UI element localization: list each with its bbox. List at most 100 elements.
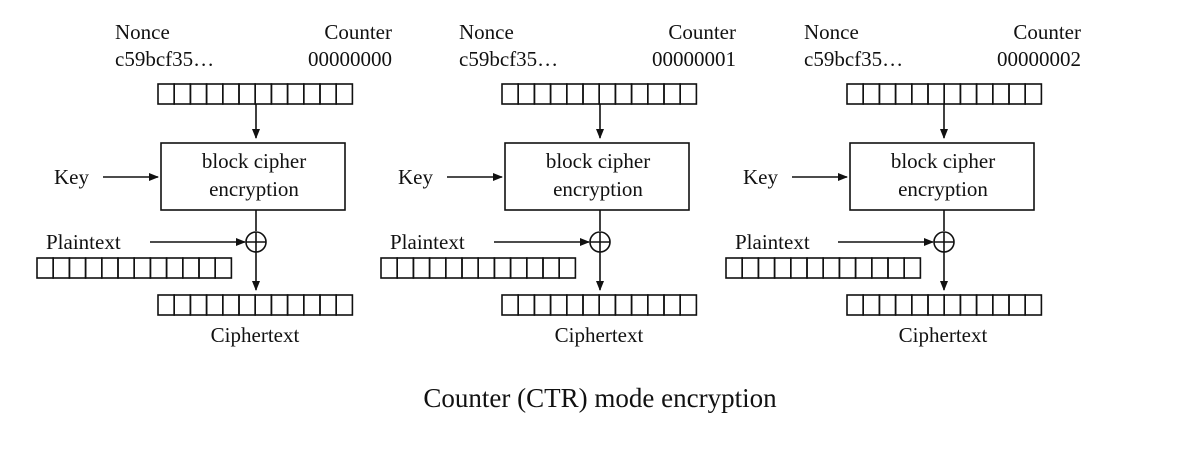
register-cell [910, 294, 929, 316]
register-cell [396, 257, 415, 279]
register-cell [270, 83, 289, 105]
ciphertext-label: Ciphertext [211, 323, 300, 347]
key-label: Key [398, 165, 433, 189]
ctr-block-0: Nonce Counter c59bcf35… 00000000 Key blo… [36, 20, 392, 347]
register-cell [725, 257, 744, 279]
register-cell [1024, 83, 1043, 105]
register-cell [887, 257, 906, 279]
register-cell [679, 294, 698, 316]
cipher-label-line2: encryption [898, 177, 988, 201]
register-cell [646, 294, 665, 316]
register-cell [517, 294, 536, 316]
register-cell [959, 83, 978, 105]
register-cell [189, 83, 208, 105]
register-cell [903, 257, 922, 279]
register-cell [549, 294, 568, 316]
plaintext-label: Plaintext [46, 230, 121, 254]
register-cell [380, 257, 399, 279]
ciphertext-label: Ciphertext [899, 323, 988, 347]
plaintext-label: Plaintext [390, 230, 465, 254]
register-cell [501, 83, 520, 105]
ctr-block-1: Nonce Counter c59bcf35… 00000001 Key blo… [380, 20, 736, 347]
register-cell [1024, 294, 1043, 316]
register-cell [878, 294, 897, 316]
register-cell [910, 83, 929, 105]
register-cell [822, 257, 841, 279]
cipher-label-line2: encryption [553, 177, 643, 201]
register-cell [975, 294, 994, 316]
register-cell [614, 83, 633, 105]
block-cipher-box [849, 142, 1035, 211]
counter-label: Counter [668, 20, 736, 44]
plaintext-label: Plaintext [735, 230, 810, 254]
register-cell [101, 257, 119, 279]
register-cell [84, 257, 103, 279]
counter-label: Counter [1013, 20, 1081, 44]
block-cipher-box [504, 142, 690, 211]
register-cell [68, 257, 87, 279]
register-cell [182, 257, 200, 279]
plaintext-register [725, 257, 922, 279]
nonce-label: Nonce [115, 20, 170, 44]
register-cell [286, 294, 305, 316]
register-cell [444, 257, 463, 279]
register-cell [741, 257, 760, 279]
register-cell [173, 294, 192, 316]
register-cell [894, 294, 913, 316]
register-cell [254, 83, 273, 105]
register-cell [630, 83, 649, 105]
register-cell [565, 83, 584, 105]
register-cell [806, 257, 825, 279]
register-cell [862, 83, 881, 105]
ciphertext-register [846, 294, 1043, 316]
register-cell [773, 257, 792, 279]
register-cell [52, 257, 71, 279]
register-cell [959, 294, 978, 316]
xor-icon [245, 231, 267, 253]
register-cell [1008, 294, 1027, 316]
register-cell [517, 83, 536, 105]
cipher-label-line2: encryption [209, 177, 299, 201]
register-cell [205, 294, 224, 316]
register-cell [412, 257, 431, 279]
nonce-value: c59bcf35… [804, 47, 903, 71]
register-cell [493, 257, 512, 279]
register-cell [927, 83, 946, 105]
register-cell [477, 257, 496, 279]
register-cell [335, 83, 354, 105]
register-cell [630, 294, 649, 316]
register-cell [222, 83, 240, 105]
register-cell [646, 83, 665, 105]
cipher-label-line1: block cipher [546, 149, 650, 173]
ctr-block-2: Nonce Counter c59bcf35… 00000002 Key blo… [725, 20, 1081, 347]
register-cell [757, 257, 776, 279]
ciphertext-register [501, 294, 698, 316]
register-cell [205, 83, 224, 105]
register-cell [582, 294, 601, 316]
cipher-label-line1: block cipher [891, 149, 995, 173]
register-cell [533, 83, 552, 105]
register-cell [558, 257, 577, 279]
register-cell [838, 257, 857, 279]
register-cell [582, 83, 601, 105]
register-cell [157, 83, 176, 105]
register-cell [117, 257, 136, 279]
register-cell [173, 83, 192, 105]
register-cell [270, 294, 289, 316]
register-cell [1008, 83, 1027, 105]
ciphertext-register [157, 294, 354, 316]
register-cell [165, 257, 184, 279]
input-register [157, 83, 354, 105]
register-cell [525, 257, 544, 279]
register-cell [286, 83, 305, 105]
register-cell [302, 294, 321, 316]
register-cell [598, 294, 617, 316]
counter-label: Counter [324, 20, 392, 44]
register-cell [991, 83, 1010, 105]
key-label: Key [54, 165, 89, 189]
register-cell [36, 257, 55, 279]
register-cell [878, 83, 897, 105]
counter-value: 00000000 [308, 47, 392, 71]
counter-value: 00000002 [997, 47, 1081, 71]
register-cell [149, 257, 168, 279]
